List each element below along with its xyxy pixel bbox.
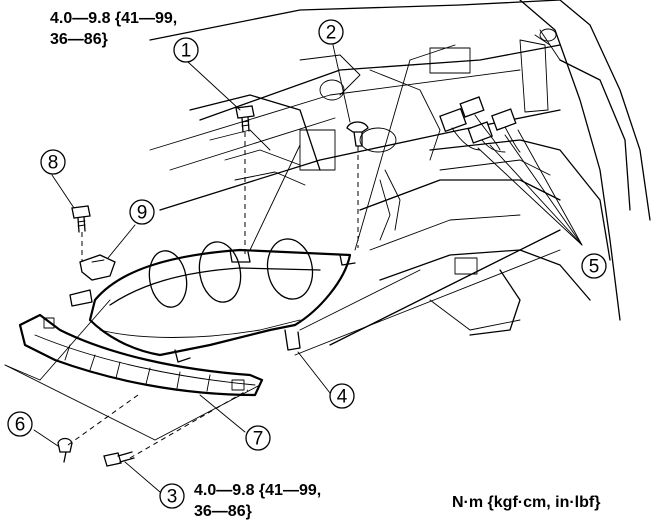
callout-8: 8	[40, 149, 66, 175]
callout-5-label: 5	[589, 257, 600, 278]
torque-spec-bottom: 4.0—9.8 {41—99, 36—86}	[194, 480, 321, 522]
torque-spec-top-line2: 36—86}	[50, 31, 108, 48]
callout-9-label: 9	[137, 203, 148, 224]
callout-6: 6	[7, 411, 33, 437]
callout-7: 7	[245, 425, 271, 451]
callout-2-label: 2	[326, 23, 337, 44]
reference-lines	[4, 44, 561, 441]
callout-4: 4	[329, 383, 355, 409]
callout-8-label: 8	[48, 153, 59, 174]
bolt-8	[71, 205, 91, 233]
headlight-connectors	[439, 96, 521, 153]
headlight-assembly	[88, 238, 356, 363]
callout-3: 3	[159, 483, 185, 509]
callout-leaders	[33, 44, 583, 493]
callout-9: 9	[129, 199, 155, 225]
torque-spec-bottom-line1: 4.0—9.8 {41—99,	[194, 482, 322, 499]
callout-1-label: 1	[181, 41, 192, 62]
torque-spec-top-line1: 4.0—9.8 {41—99,	[50, 10, 178, 27]
callout-1: 1	[173, 37, 199, 63]
clip-6	[57, 437, 73, 463]
vehicle-body-structure	[149, 0, 651, 346]
callout-5: 5	[581, 253, 607, 279]
torque-spec-top: 4.0—9.8 {41—99, 36—86}	[50, 8, 177, 50]
assembly-guide-lines	[67, 132, 359, 459]
lower-trim-panel	[18, 313, 264, 397]
callout-2: 2	[318, 19, 344, 45]
callout-4-label: 4	[337, 387, 348, 408]
callout-3-label: 3	[167, 487, 178, 508]
clip-2	[346, 121, 369, 147]
bolt-3	[103, 451, 135, 467]
torque-spec-bottom-line2: 36—86}	[194, 503, 252, 520]
callout-6-label: 6	[15, 415, 26, 436]
torque-units-legend: N·m {kgf·cm, in·lbf}	[452, 494, 601, 511]
bracket	[69, 254, 116, 307]
callout-7-label: 7	[253, 429, 264, 450]
bolt-1	[235, 105, 255, 133]
